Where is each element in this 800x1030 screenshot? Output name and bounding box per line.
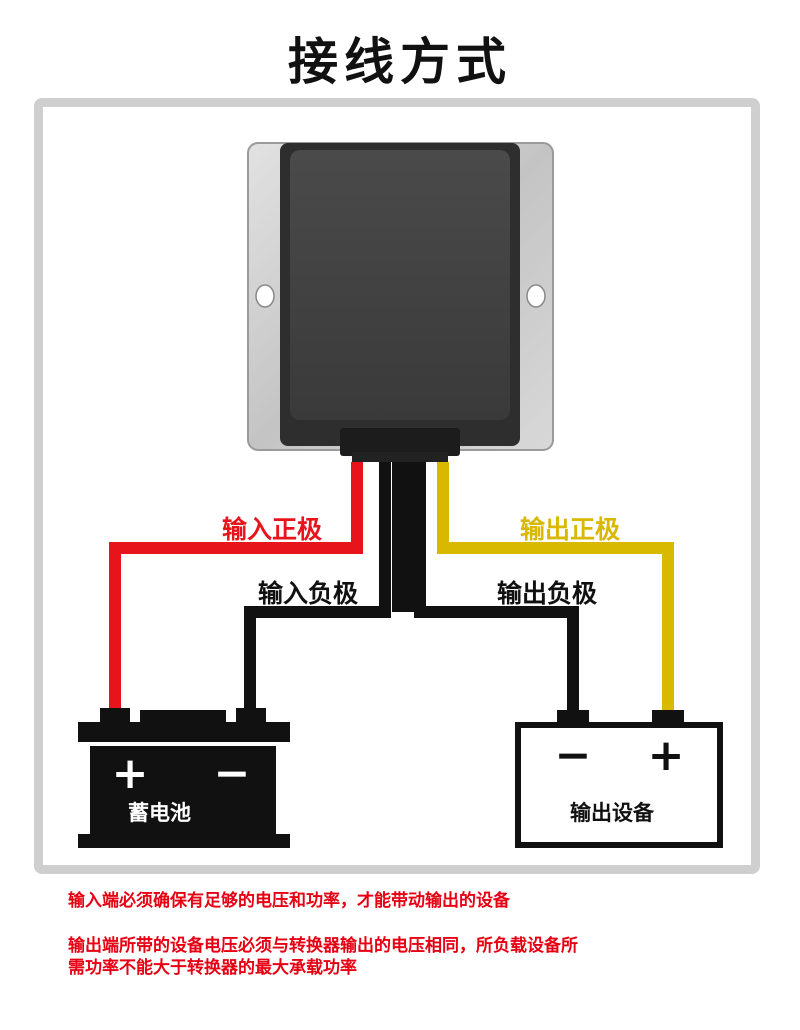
label-input-negative: 输入负极: [258, 579, 359, 608]
device-plus: +: [648, 730, 685, 781]
output-positive-wire: [437, 462, 674, 712]
cable-gland: [340, 428, 460, 456]
label-output-negative: 输出负极: [497, 579, 598, 608]
wires: [109, 462, 674, 712]
mount-hole-left: [255, 284, 275, 308]
device-terminal-positive: [652, 710, 684, 724]
battery: + −: [78, 708, 290, 848]
mount-hole-right: [526, 284, 546, 308]
device-terminal-negative: [557, 710, 589, 724]
module-body-face: [290, 150, 510, 420]
battery-cap: [140, 710, 226, 722]
input-negative-wire: [244, 462, 391, 710]
note-output-requirement-line2: 需功率不能大于转换器的最大承载功率: [68, 958, 357, 978]
battery-terminal-right: [236, 708, 266, 722]
cable-gland-tip: [352, 452, 448, 462]
note-input-requirement: 输入端必须确保有足够的电压和功率，才能带动输出的设备: [68, 891, 510, 911]
label-input-positive: 输入正极: [222, 515, 323, 544]
converter-module: [247, 142, 554, 462]
battery-base: [78, 834, 290, 848]
device-label: 输出设备: [570, 801, 654, 825]
battery-terminal-left: [100, 708, 130, 722]
page-title: 接线方式: [288, 32, 512, 91]
battery-plus: +: [112, 748, 149, 799]
label-output-positive: 输出正极: [520, 515, 621, 544]
battery-body: [90, 746, 276, 836]
device-body: [515, 722, 723, 848]
battery-minus: −: [214, 748, 251, 799]
output-device: − +: [515, 710, 723, 848]
device-minus: −: [555, 730, 592, 781]
battery-label: 蓄电池: [128, 801, 191, 825]
note-output-requirement-line1: 输出端所带的设备电压必须与转换器输出的电压相同，所负载设备所: [68, 936, 578, 956]
battery-top: [78, 722, 290, 742]
input-positive-wire: [109, 462, 363, 710]
output-negative-wire: [414, 462, 579, 712]
